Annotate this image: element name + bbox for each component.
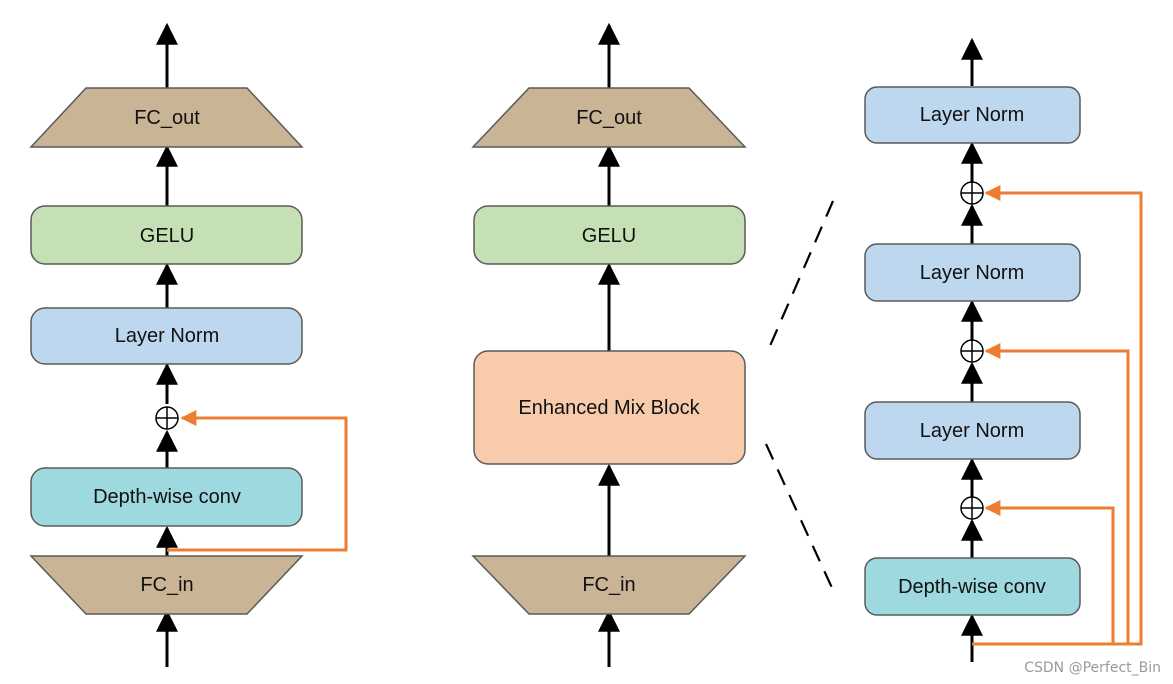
right-layer-norm-top-box	[864, 86, 1081, 144]
middle-fc-in-label: FC_in	[582, 574, 635, 596]
middle-gelu-box	[473, 205, 746, 265]
right-layer-norm-top-label: Layer Norm	[920, 104, 1024, 126]
left-gelu-box	[30, 205, 303, 265]
left-gelu-label: GELU	[140, 225, 194, 247]
zoom-dashed-lines	[765, 200, 835, 591]
watermark: CSDN @Perfect_Bin	[1024, 660, 1161, 676]
middle-fc-out-label: FC_out	[576, 107, 642, 129]
middle-gelu-label: GELU	[582, 225, 636, 247]
middle-column: FC_out GELU Enhanced Mix Block FC_in	[471, 22, 747, 667]
right-column: Layer Norm Layer Norm Layer Norm Depth-w…	[864, 37, 1143, 662]
left-fc-in-shape	[29, 555, 304, 615]
middle-fc-out-shape	[471, 87, 747, 148]
left-depthwise-conv-label: Depth-wise conv	[93, 486, 241, 508]
left-layer-norm-label: Layer Norm	[115, 325, 219, 347]
right-layer-norm-mid-label: Layer Norm	[920, 262, 1024, 284]
left-residual-connection	[167, 410, 348, 552]
middle-enhanced-mix-block-box	[473, 350, 746, 465]
left-fc-out-label: FC_out	[134, 107, 200, 129]
left-fc-out-shape	[29, 87, 304, 148]
left-column: FC_out GELU Layer Norm Depth-wise conv F…	[29, 22, 348, 667]
right-layer-norm-mid-box	[864, 243, 1081, 302]
middle-enhanced-mix-block-label: Enhanced Mix Block	[518, 397, 700, 419]
right-layer-norm-low-box	[864, 401, 1081, 460]
right-depthwise-conv-label: Depth-wise conv	[898, 576, 1046, 598]
right-depthwise-conv-box	[864, 557, 1081, 616]
middle-fc-in-shape	[471, 555, 747, 615]
right-layer-norm-low-label: Layer Norm	[920, 420, 1024, 442]
left-fc-in-label: FC_in	[140, 574, 193, 596]
left-layer-norm-box	[30, 307, 303, 365]
left-depthwise-conv-box	[30, 467, 303, 527]
right-residual-connections	[972, 185, 1143, 646]
